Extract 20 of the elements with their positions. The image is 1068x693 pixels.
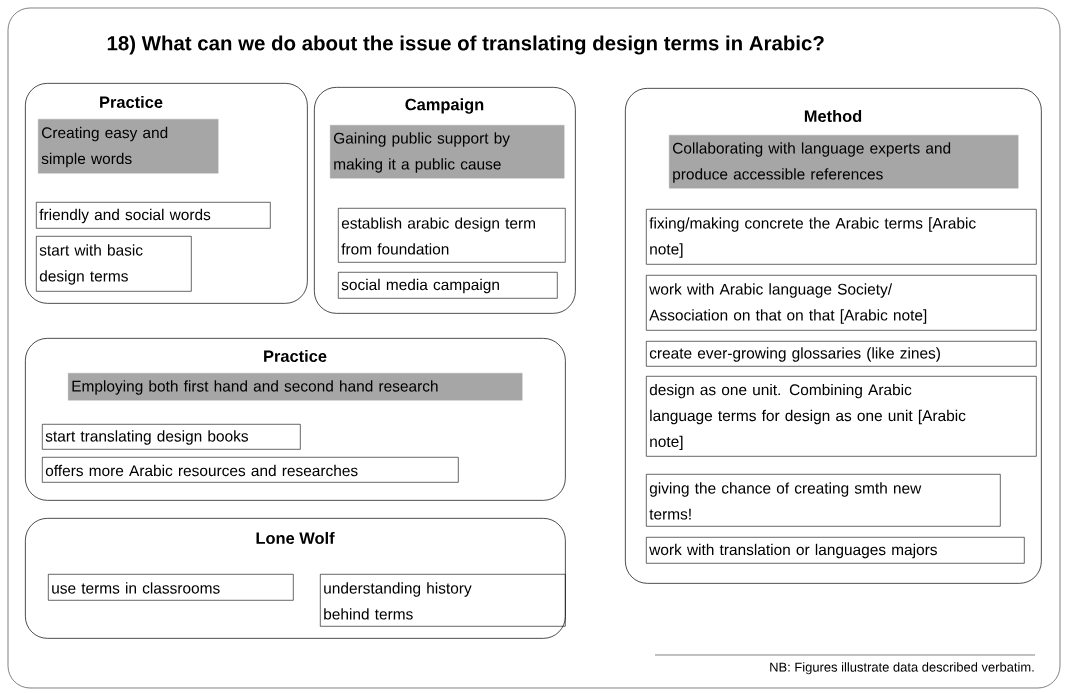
- highlight-box: Collaborating with language experts and produce accessible references: [669, 135, 1019, 189]
- text-box: work with translation or languages majors: [646, 537, 1025, 564]
- text-box: friendly and social words: [36, 202, 271, 229]
- note: NB: Figures illustrate data described verbatim.: [770, 662, 1034, 675]
- text-box: establish arabic design term from foundation: [338, 208, 566, 263]
- text-box: use terms in classrooms: [48, 574, 294, 601]
- text-box: offers more Arabic resources and researches: [42, 457, 459, 483]
- text-box: fixing/making concrete the Arabic terms [Arabic note]: [646, 209, 1037, 265]
- text-box: start with basic design terms: [36, 236, 192, 292]
- highlight-box: Creating easy and simple words: [38, 119, 219, 174]
- text-box: start translating design books: [42, 424, 301, 450]
- title: 18) What can we do about the issue of translating design terms in Arabic?: [107, 35, 824, 55]
- text-box: work with Arabic language Society/ Association on that on that [Arabic note]: [646, 275, 1037, 331]
- text-box: social media campaign: [338, 272, 558, 299]
- text-box: create ever-growing glossaries (like zines): [646, 341, 1037, 367]
- highlight-box: Employing both first hand and second hand research: [68, 373, 523, 401]
- text-box: understanding history behind terms: [320, 574, 566, 627]
- text-box: giving the chance of creating smth new terms!: [646, 474, 1001, 527]
- highlight-box: Gaining public support by making it a public cause: [330, 125, 565, 179]
- text-box: design as one unit. Combining Arabic language terms for design as one unit [Arabic note]: [646, 376, 1037, 457]
